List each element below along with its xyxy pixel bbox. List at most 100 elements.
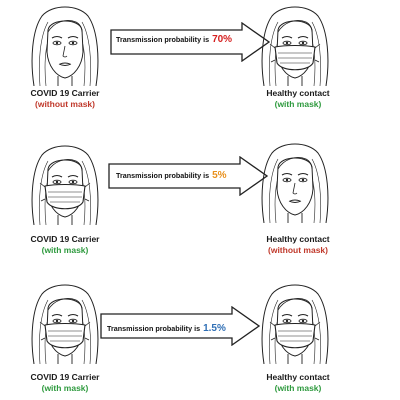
transmission-text: Transmission probability is	[116, 35, 210, 44]
transmission-arrow	[108, 156, 268, 196]
hair-strands	[38, 160, 92, 225]
neck	[57, 354, 73, 364]
face-drawing	[261, 284, 329, 364]
neck	[287, 213, 303, 223]
left-eye	[52, 40, 62, 46]
mask	[274, 322, 316, 349]
transmission-value: 1.5%	[203, 323, 226, 334]
hair-strands	[268, 299, 322, 364]
carrier-status: (with mask)	[41, 383, 89, 393]
right-eye	[68, 179, 78, 185]
mask	[274, 44, 316, 71]
mask-pleats	[278, 52, 312, 64]
mouth	[288, 199, 302, 203]
face-drawing	[31, 145, 99, 225]
face-outline	[276, 157, 314, 216]
transmission-text: Transmission probability is	[107, 324, 201, 333]
nose	[292, 182, 298, 195]
hair-fringe	[47, 159, 83, 172]
eyebrows	[281, 35, 309, 39]
contact-status: (with mask)	[274, 99, 322, 109]
hair-outline	[31, 145, 99, 225]
neck	[287, 76, 303, 86]
nose	[62, 45, 68, 58]
contact-face-illustration	[250, 0, 340, 86]
hair-fringe	[47, 20, 83, 33]
carrier-title: COVID 19 Carrier	[30, 88, 100, 98]
contact-title: Healthy contact	[266, 372, 330, 382]
eyebrows	[51, 35, 79, 39]
mask-straps	[269, 321, 321, 341]
neck	[57, 215, 73, 225]
face-outline	[46, 20, 84, 79]
contact-face-illustration	[250, 137, 340, 223]
arrow-shape	[108, 156, 268, 196]
right-eye	[68, 318, 78, 324]
hair-fringe	[277, 298, 313, 311]
carrier-face-illustration	[20, 0, 110, 86]
eyebrows	[281, 313, 309, 317]
left-eye	[282, 318, 292, 324]
transmission-arrow	[100, 306, 260, 346]
transmission-value: 5%	[212, 170, 227, 181]
transmission-text: Transmission probability is	[116, 171, 210, 180]
hair-strands	[38, 21, 92, 86]
left-eye	[52, 318, 62, 324]
mask-straps	[269, 43, 321, 63]
carrier-title: COVID 19 Carrier	[30, 234, 100, 244]
carrier-title: COVID 19 Carrier	[30, 372, 100, 382]
hair-fringe	[47, 298, 83, 311]
contact-title: Healthy contact	[266, 88, 330, 98]
contact-caption: Healthy contact (with mask)	[238, 88, 358, 110]
hair-strands	[268, 21, 322, 86]
carrier-face-illustration	[20, 139, 110, 225]
left-eye	[282, 40, 292, 46]
hair-fringe	[277, 20, 313, 33]
contact-caption: Healthy contact (without mask)	[238, 234, 358, 256]
carrier-status: (with mask)	[41, 245, 89, 255]
mask	[44, 183, 86, 210]
mask-pleats	[48, 191, 82, 203]
left-eye	[282, 177, 292, 183]
hair-strands	[38, 299, 92, 364]
hair-strands	[268, 158, 322, 223]
mask-pleats	[48, 330, 82, 342]
right-eye	[298, 177, 308, 183]
carrier-status: (without mask)	[35, 99, 95, 109]
neck	[287, 354, 303, 364]
face-drawing	[261, 6, 329, 86]
right-eye	[298, 318, 308, 324]
carrier-face-illustration	[20, 278, 110, 364]
eyebrows	[51, 174, 79, 178]
mask-straps	[39, 321, 91, 341]
eyebrows	[51, 313, 79, 317]
contact-title: Healthy contact	[266, 234, 330, 244]
right-eye	[68, 40, 78, 46]
arrow-shape	[100, 306, 260, 346]
mouth	[58, 62, 72, 66]
eyebrows	[281, 172, 309, 176]
transmission-arrow	[110, 22, 270, 62]
mask-pleats	[278, 330, 312, 342]
neck	[57, 76, 73, 86]
mask	[44, 322, 86, 349]
right-eye	[298, 40, 308, 46]
mask-straps	[39, 182, 91, 202]
hair-outline	[261, 143, 329, 223]
contact-caption: Healthy contact (with mask)	[238, 372, 358, 394]
contact-status: (without mask)	[268, 245, 328, 255]
hair-fringe	[277, 157, 313, 170]
left-eye	[52, 179, 62, 185]
face-drawing	[261, 143, 329, 223]
contact-face-illustration	[250, 278, 340, 364]
carrier-caption: COVID 19 Carrier (without mask)	[5, 88, 125, 110]
arrow-shape	[110, 22, 270, 62]
hair-outline	[31, 6, 99, 86]
face-drawing	[31, 284, 99, 364]
carrier-caption: COVID 19 Carrier (with mask)	[5, 234, 125, 256]
